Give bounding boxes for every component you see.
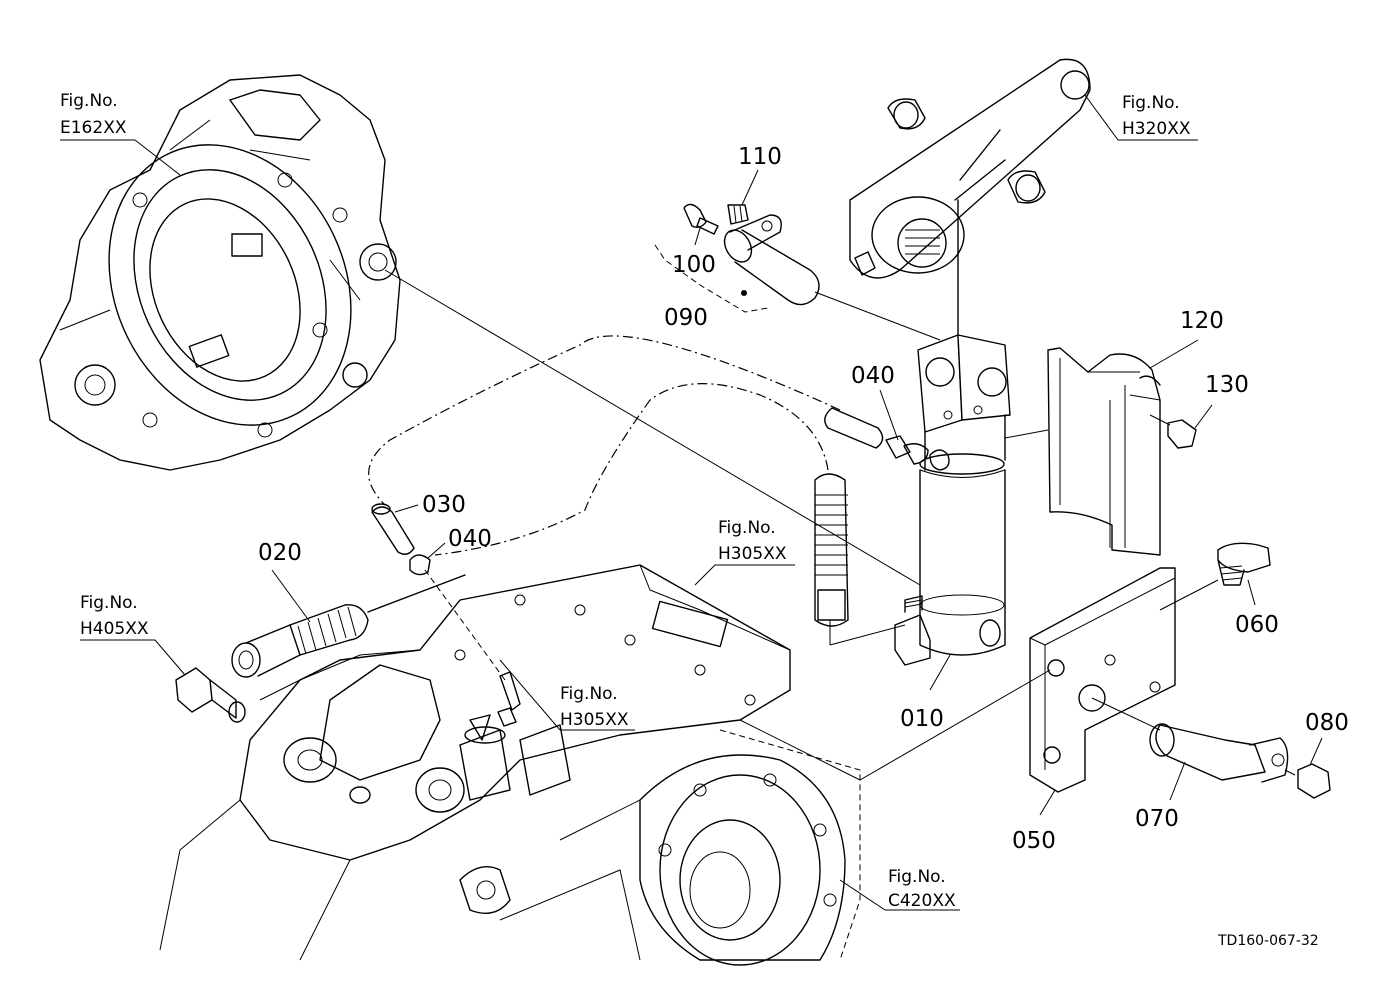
label-060: 060 [1235, 612, 1279, 638]
fig-e162-caption: Fig.No. [60, 91, 118, 111]
leader-lines [60, 94, 1323, 911]
label-080: 080 [1305, 710, 1349, 736]
fig-h405-code: H405XX [80, 619, 149, 639]
fig-h305-lower-code: H305XX [560, 710, 629, 730]
bracket-050 [1029, 542, 1331, 799]
label-090: 090 [664, 305, 708, 331]
upper-left-housing [39, 74, 401, 471]
fig-c420-code: C420XX [888, 891, 956, 911]
label-040-lower: 040 [448, 526, 492, 552]
fig-h405-caption: Fig.No. [80, 593, 138, 613]
fig-h305-lower-caption: Fig.No. [560, 684, 618, 704]
label-030: 030 [422, 492, 466, 518]
fig-h305-upper-caption: Fig.No. [718, 518, 776, 538]
spring-020 [175, 574, 466, 723]
fig-e162-code: E162XX [60, 118, 127, 138]
fig-h305-upper-code: H305XX [718, 544, 787, 564]
part-labels: 010 020 030 040 040 050 060 070 080 090 … [258, 144, 1349, 854]
label-120: 120 [1180, 308, 1224, 334]
figure-references: Fig.No. E162XX Fig.No. H320XX Fig.No. H3… [60, 91, 1191, 911]
cover-120 [1047, 347, 1197, 556]
cylinder-010 [829, 334, 1049, 666]
label-100: 100 [672, 252, 716, 278]
fig-c420-caption: Fig.No. [888, 867, 946, 887]
label-010: 010 [900, 706, 944, 732]
label-050: 050 [1012, 828, 1056, 854]
reference-lines [384, 269, 1051, 781]
valve-body [159, 564, 791, 961]
label-110: 110 [738, 144, 782, 170]
label-040-upper: 040 [851, 363, 895, 389]
fig-h320-caption: Fig.No. [1122, 93, 1180, 113]
pin-090-group [654, 203, 941, 341]
lever-arm-assembly [849, 58, 1091, 336]
fig-h320-code: H320XX [1122, 119, 1191, 139]
label-070: 070 [1135, 806, 1179, 832]
lower-right-housing [499, 729, 861, 966]
label-130: 130 [1205, 372, 1249, 398]
hose-assembly [368, 335, 929, 727]
label-020: 020 [258, 540, 302, 566]
drawing-code: TD160-067-32 [1217, 933, 1319, 949]
